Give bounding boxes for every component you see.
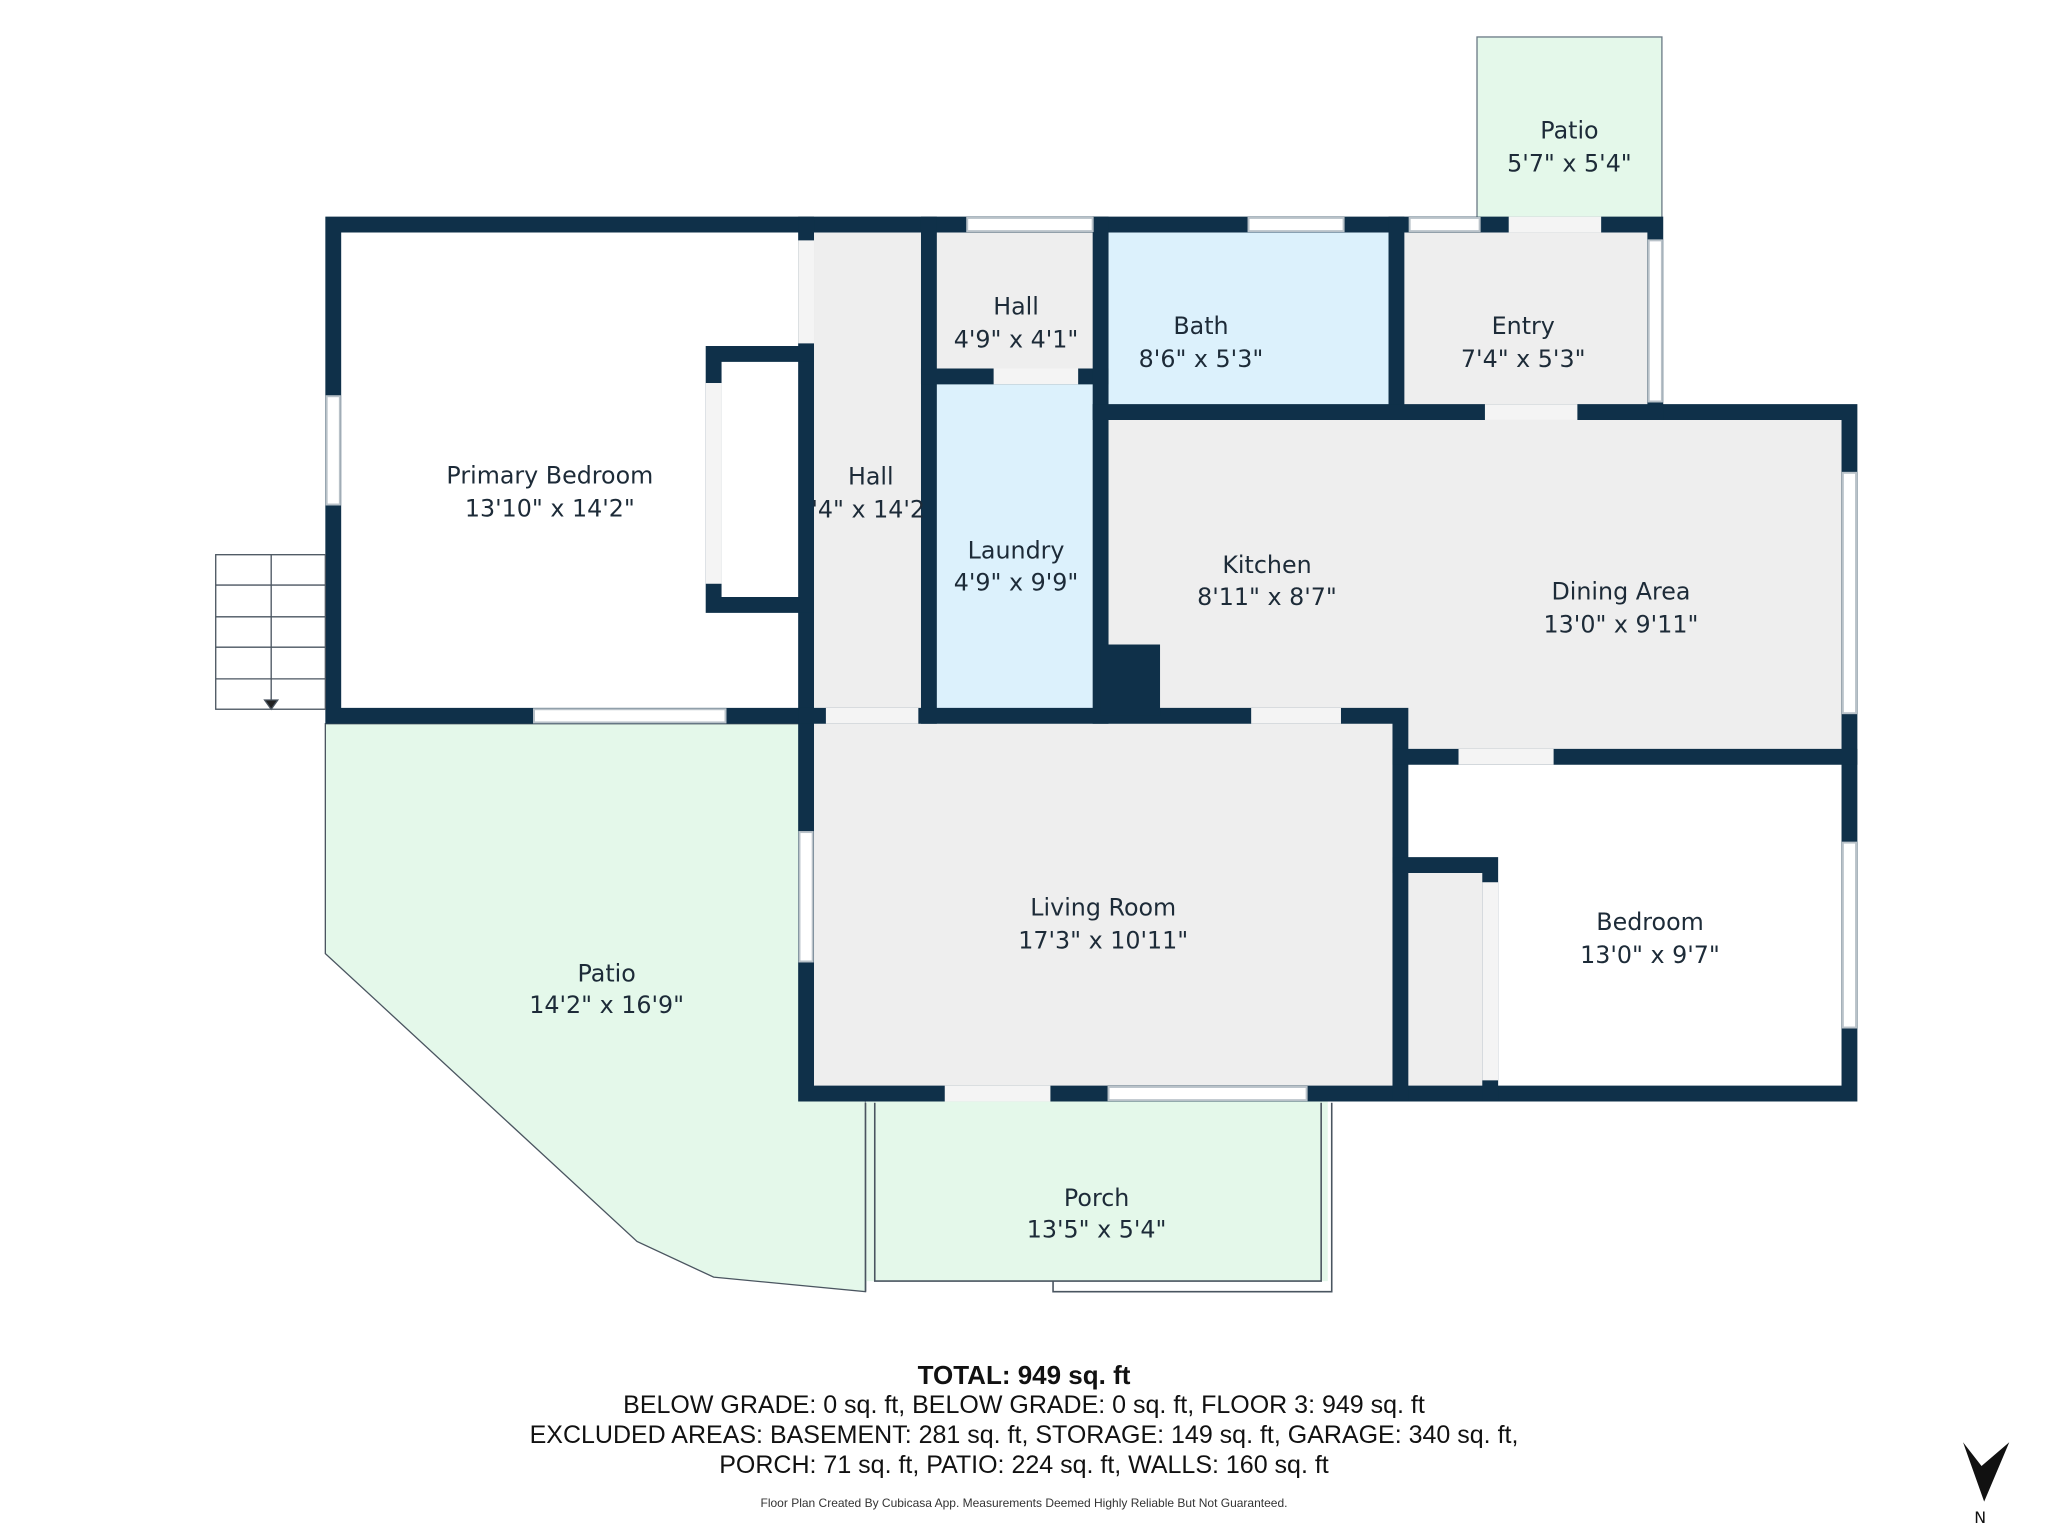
hall-small-area: [928, 224, 1101, 377]
porch-railing: [864, 1102, 1333, 1293]
room-name: Hall: [848, 463, 894, 491]
room-dims: '4" x 14'2: [811, 496, 925, 524]
stairs: [215, 554, 326, 711]
room-name: Patio: [1540, 117, 1598, 145]
entry-area: [1396, 224, 1656, 413]
room-dims: 8'11" x 8'7": [1197, 583, 1337, 611]
room-name: Laundry: [968, 537, 1065, 565]
summary-line: BELOW GRADE: 0 sq. ft, BELOW GRADE: 0 sq…: [623, 1391, 1425, 1419]
room-name: Hall: [993, 292, 1039, 320]
bath-area: [1100, 224, 1397, 413]
room-dims: 14'2" x 16'9": [529, 991, 684, 1019]
room-name: Dining Area: [1551, 578, 1690, 606]
kitchen-dining-area: [1100, 412, 1850, 757]
north-arrow-icon: [1963, 1442, 2010, 1502]
room-dims: 13'10" x 14'2": [465, 494, 635, 522]
room-dims: 13'0" x 9'11": [1544, 611, 1699, 639]
room-dims: 8'6" x 5'3": [1139, 345, 1264, 373]
room-name: Living Room: [1030, 893, 1176, 921]
patio-top-area: [1476, 36, 1663, 223]
room-name: Bath: [1173, 312, 1228, 340]
laundry-area: [928, 376, 1101, 716]
room-dims: 13'0" x 9'7": [1580, 941, 1720, 969]
room-dims: 4'9" x 9'9": [954, 568, 1079, 596]
room-dims: 17'3" x 10'11": [1018, 926, 1188, 954]
room-dims: 7'4" x 5'3": [1461, 345, 1586, 373]
room-name: Kitchen: [1222, 551, 1311, 579]
windows: [325, 216, 1858, 1102]
room-name: Primary Bedroom: [446, 461, 653, 489]
room-name: Entry: [1492, 312, 1555, 340]
porch-area: [865, 1093, 1328, 1282]
area-summary: TOTAL: 949 sq. ft BELOW GRADE: 0 sq. ft,…: [0, 1360, 2048, 1510]
stairs-arrow-icon: [263, 699, 280, 711]
room-dims: 13'5" x 5'4": [1027, 1216, 1167, 1244]
room-dims: 5'7" x 5'4": [1507, 150, 1632, 178]
summary-line: PORCH: 71 sq. ft, PATIO: 224 sq. ft, WAL…: [719, 1451, 1329, 1479]
room-name: Bedroom: [1596, 908, 1704, 936]
room-dims: 4'9" x 4'1": [954, 325, 1079, 353]
door-openings: [705, 216, 1602, 1102]
compass-label: N: [1974, 1508, 1986, 1527]
room-name: Porch: [1064, 1184, 1129, 1212]
summary-line: EXCLUDED AREAS: BASEMENT: 281 sq. ft, ST…: [529, 1421, 1519, 1449]
bedroom-closet-area: [1400, 865, 1491, 1094]
hall-tall-area: [806, 224, 929, 716]
compass: N: [1963, 1442, 2010, 1527]
living-room-area: [806, 715, 1401, 1094]
room-name: Patio: [578, 959, 636, 987]
credit-text: Floor Plan Created By Cubicasa App. Meas…: [760, 1496, 1288, 1510]
primary-bedroom-area: [333, 224, 807, 716]
total-area: TOTAL: 949 sq. ft: [917, 1360, 1131, 1390]
